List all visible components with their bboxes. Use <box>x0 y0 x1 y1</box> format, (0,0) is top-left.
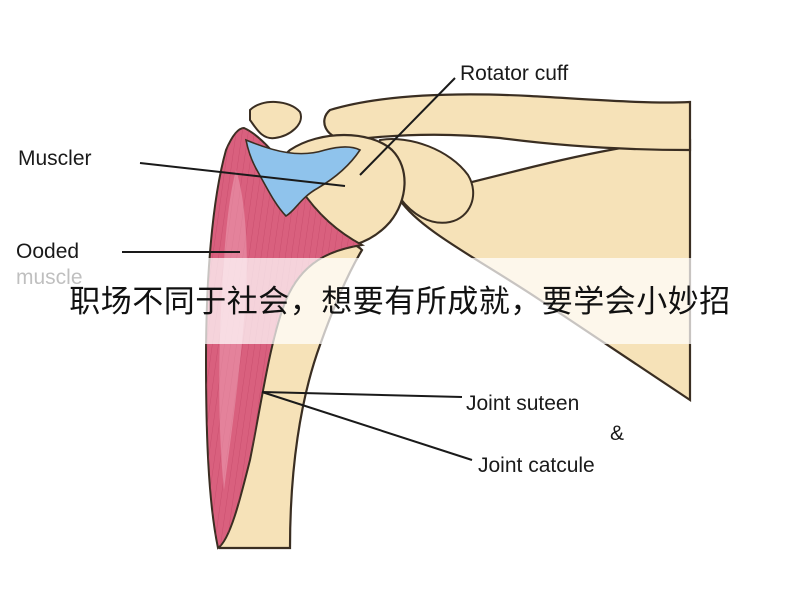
cartilage-region <box>244 138 362 218</box>
leader-line-rotator-cuff <box>359 77 456 176</box>
leader-line-muscler <box>139 162 346 187</box>
acromion-bone <box>249 101 302 140</box>
caption-overlay: 职场不同于社会，想要有所成就，要学会小妙招 <box>69 284 731 320</box>
leader-line-joint-catcule <box>261 391 473 461</box>
label-joint-catcule: Joint catcule <box>478 454 595 477</box>
label-muscler: Muscler <box>18 147 92 170</box>
label-ooded: Ooded <box>16 240 79 263</box>
label-joint-suteen: Joint suteen <box>466 392 579 415</box>
leader-line-joint-suteen <box>261 391 463 398</box>
label-ampersand: & <box>610 422 624 445</box>
caption-band <box>0 258 800 344</box>
label-rotator-cuff: Rotator cuff <box>460 62 568 85</box>
